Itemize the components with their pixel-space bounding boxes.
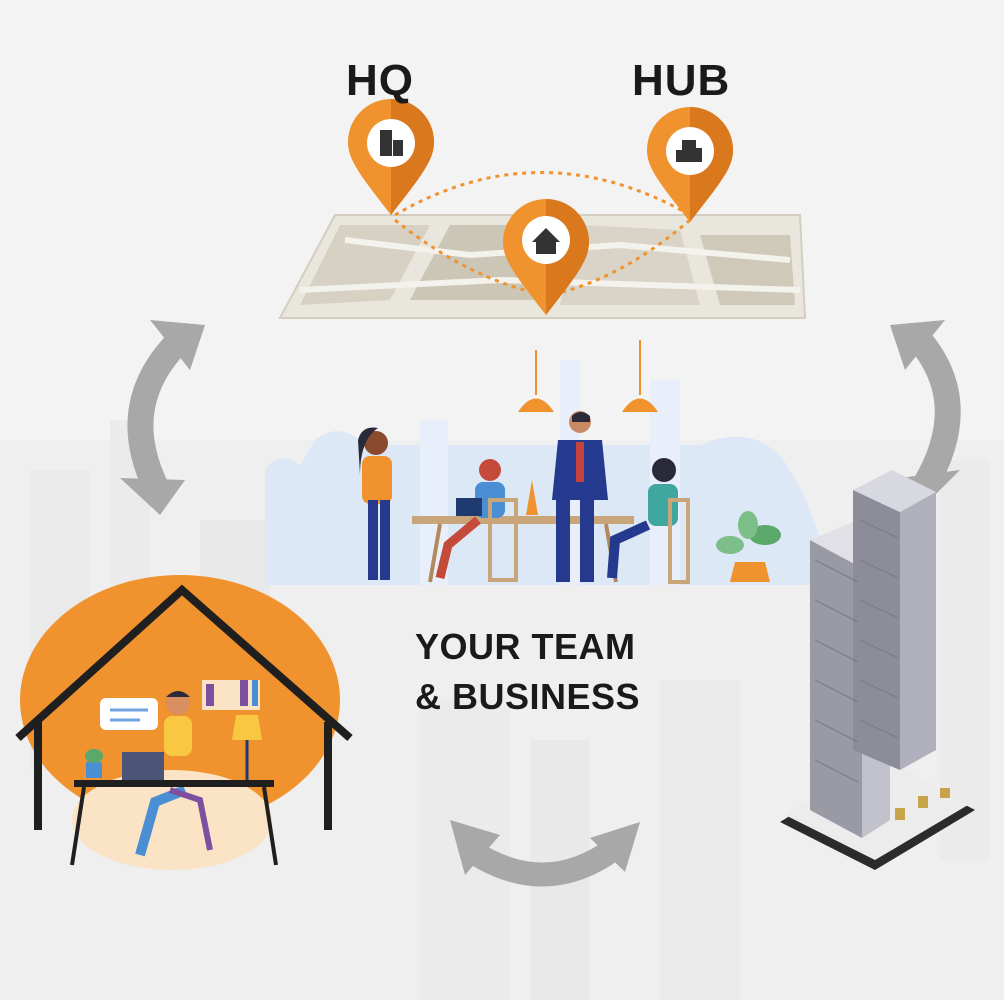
center-title-line2: & BUSINESS (415, 676, 641, 717)
house-icon (15, 575, 353, 870)
cycle-arrow-bottom-icon (450, 820, 640, 887)
cycle-arrow-left-icon (120, 320, 205, 515)
hq-pin-icon (348, 99, 434, 215)
hq-label: HQ (346, 56, 414, 105)
hub-pin-icon (647, 107, 733, 222)
team-scene (265, 340, 830, 585)
center-title-line1: YOUR TEAM (415, 626, 636, 667)
home-pin-icon (503, 199, 589, 315)
center-title: YOUR TEAM & BUSINESS (415, 622, 640, 722)
hub-label: HUB (632, 56, 731, 105)
office-tower-icon (780, 470, 975, 870)
